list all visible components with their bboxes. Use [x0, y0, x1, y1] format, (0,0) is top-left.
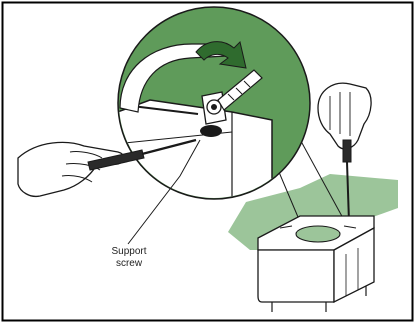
screw-hole [200, 125, 222, 137]
appliance-front [258, 250, 334, 302]
support-screw-label-line2: screw [96, 258, 162, 270]
appliance-opening [296, 226, 340, 242]
support-screw-label-line1: Support [96, 246, 162, 258]
support-screw-label: Support screw [96, 246, 162, 270]
